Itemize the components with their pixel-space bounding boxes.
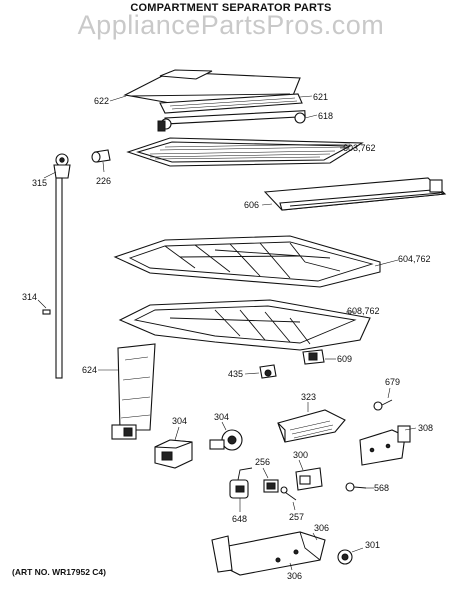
callout-323: 323 bbox=[301, 392, 316, 402]
watermark: AppliancePartsPros.com bbox=[77, 10, 385, 40]
part-648-lamp-socket bbox=[229, 467, 253, 499]
callout-606: 606 bbox=[244, 200, 259, 210]
part-621-channel bbox=[159, 93, 303, 114]
part-257-screw bbox=[280, 486, 297, 501]
callout-256: 256 bbox=[255, 457, 270, 467]
callout-226: 226 bbox=[96, 176, 111, 186]
callout-308: 308 bbox=[418, 423, 433, 433]
part-304-knob bbox=[209, 429, 243, 451]
part-314-long-rod bbox=[42, 177, 63, 379]
part-435-clip bbox=[259, 364, 277, 379]
part-323-control-housing bbox=[277, 409, 346, 443]
part-622-top-cover bbox=[123, 69, 301, 104]
callout-314: 314 bbox=[22, 292, 37, 302]
callout-624: 624 bbox=[82, 365, 97, 375]
callout-315: 315 bbox=[32, 178, 47, 188]
art-number: (ART NO. WR17952 C4) bbox=[12, 567, 106, 577]
part-624-vertical-bracket bbox=[111, 343, 156, 440]
callout-435: 435 bbox=[228, 369, 243, 379]
callout-304-block: 304 bbox=[172, 416, 187, 426]
callout-621: 621 bbox=[313, 92, 328, 102]
callout-300: 300 bbox=[293, 450, 308, 460]
part-301-knob bbox=[337, 549, 353, 565]
part-608-lower-shelf bbox=[118, 299, 371, 351]
callout-304-knob: 304 bbox=[214, 412, 229, 422]
callout-306-top: 306 bbox=[314, 523, 329, 533]
part-603-wire-shelf bbox=[126, 137, 364, 167]
part-306-bottom-bracket bbox=[211, 531, 326, 576]
part-606-front-trim bbox=[263, 177, 447, 211]
callout-608-762: 608,762 bbox=[347, 306, 380, 316]
part-568-screw bbox=[345, 482, 367, 492]
part-315-hinge bbox=[53, 153, 71, 179]
callout-609: 609 bbox=[337, 354, 352, 364]
callout-618: 618 bbox=[318, 111, 333, 121]
callout-306-bottom: 306 bbox=[287, 571, 302, 581]
callout-622: 622 bbox=[94, 96, 109, 106]
callout-257: 257 bbox=[289, 512, 304, 522]
callout-679: 679 bbox=[385, 377, 400, 387]
part-226-cap bbox=[91, 149, 111, 163]
callout-603-762: 603,762 bbox=[343, 143, 376, 153]
part-618-rod bbox=[157, 110, 306, 132]
part-604-separator-shelf bbox=[113, 235, 381, 288]
part-256-connector bbox=[263, 479, 279, 493]
callout-301: 301 bbox=[365, 540, 380, 550]
part-308-bracket bbox=[359, 425, 411, 466]
callout-604-762: 604,762 bbox=[398, 254, 431, 264]
part-679-screw bbox=[373, 399, 393, 411]
part-304-block bbox=[154, 439, 193, 469]
part-300-switch bbox=[295, 467, 323, 491]
part-609-clip bbox=[302, 349, 325, 365]
callout-568: 568 bbox=[374, 483, 389, 493]
callout-648: 648 bbox=[232, 514, 247, 524]
page-title: COMPARTMENT SEPARATOR PARTS bbox=[130, 2, 332, 14]
